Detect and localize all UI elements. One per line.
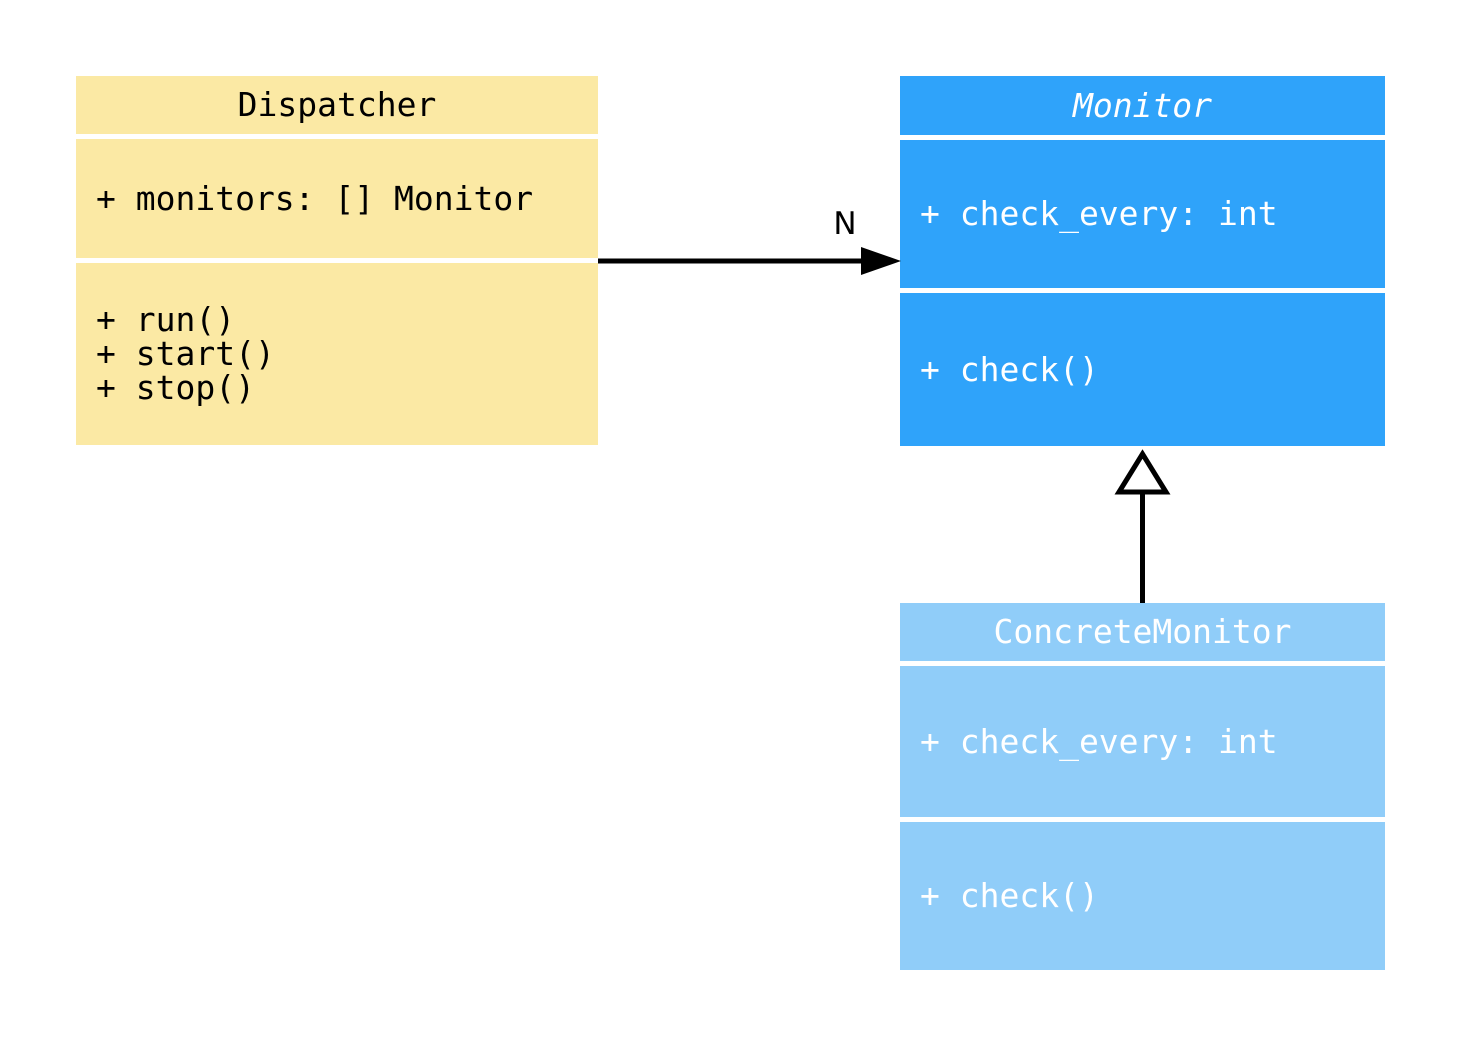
dispatcher-methods-section: + run() + start() + stop() <box>76 263 598 445</box>
monitor-class-title: Monitor <box>900 76 1385 135</box>
monitor-class-box: Monitor + check_every: int + check() <box>900 76 1385 446</box>
association-arrowhead-icon <box>861 247 901 275</box>
concrete-monitor-class-box: ConcreteMonitor + check_every: int + che… <box>900 603 1385 970</box>
concrete-monitor-method: + check() <box>920 876 1099 915</box>
concrete-monitor-attribute: + check_every: int <box>920 721 1278 761</box>
monitor-method: + check() <box>920 349 1099 389</box>
monitor-attribute: + check_every: int <box>920 194 1278 233</box>
monitor-attributes-section: + check_every: int <box>900 140 1385 288</box>
dispatcher-class-title: Dispatcher <box>76 76 598 134</box>
monitor-methods-section: + check() <box>900 293 1385 446</box>
dispatcher-method: + stop() <box>96 368 255 407</box>
dispatcher-attribute: + monitors: [] Monitor <box>96 178 534 218</box>
concrete-monitor-class-title: ConcreteMonitor <box>900 603 1385 661</box>
dispatcher-method: + start() <box>96 334 275 373</box>
dispatcher-class-box: Dispatcher + monitors: [] Monitor + run(… <box>76 76 598 445</box>
association-multiplicity-label: N <box>833 206 857 242</box>
concrete-monitor-methods-section: + check() <box>900 822 1385 970</box>
dispatcher-method: + run() <box>96 300 236 339</box>
dispatcher-attributes-section: + monitors: [] Monitor <box>76 139 598 258</box>
concrete-monitor-attributes-section: + check_every: int <box>900 666 1385 817</box>
inheritance-triangle-icon <box>1114 449 1171 495</box>
